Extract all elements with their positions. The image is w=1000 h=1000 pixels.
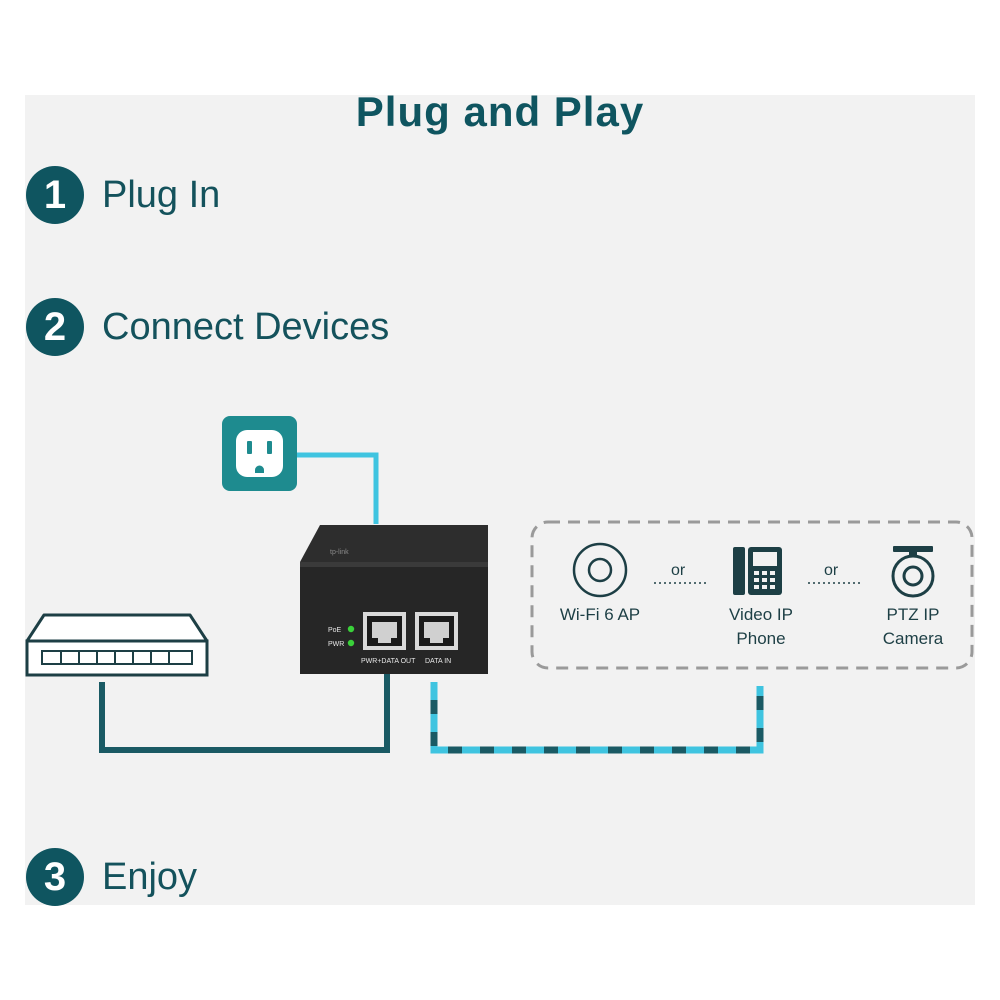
- device-label-line: Phone: [736, 629, 786, 648]
- devices-group-box: [530, 520, 974, 670]
- device-label-line: PTZ IP: [886, 605, 940, 624]
- device-label-line: Wi-Fi 6 AP: [559, 605, 641, 624]
- poe-cable: [430, 682, 764, 754]
- page-title: Plug and Play: [355, 88, 645, 135]
- device-label-line: Video IP: [729, 605, 793, 624]
- or-label: or: [671, 562, 686, 579]
- power-cable: [296, 452, 379, 524]
- step-number: 2: [26, 298, 84, 356]
- poe-led: [347, 625, 355, 633]
- step-label: Connect Devices: [102, 305, 390, 348]
- step-number: 1: [26, 166, 84, 224]
- poe-injector-icon: tp-link PoE PWR PWR+DATA OUT DATA IN: [300, 525, 488, 674]
- or-label: or: [824, 562, 839, 579]
- device-label-ptz-camera: PTZ IP Camera: [862, 603, 964, 651]
- step-label: Enjoy: [102, 855, 198, 898]
- svg-text:tp-link: tp-link: [330, 549, 349, 556]
- data-in-port: [415, 612, 458, 650]
- step-number: 3: [26, 848, 84, 906]
- step-label: Plug In: [102, 173, 221, 216]
- led-label-poe: PoE: [328, 627, 342, 634]
- port-label-data-in: DATA IN: [425, 658, 451, 665]
- data-in-cable: [99, 672, 390, 753]
- led-label-pwr: PWR: [328, 641, 344, 648]
- step-enjoy: 3 Enjoy: [26, 848, 197, 906]
- pwr-data-out-port: [363, 612, 406, 650]
- device-label-video-phone: Video IP Phone: [708, 603, 814, 651]
- device-label-line: Camera: [882, 629, 944, 648]
- step-connect-devices: 2 Connect Devices: [26, 298, 389, 356]
- ip-phone-icon: [733, 547, 782, 595]
- ptz-camera-icon: [891, 546, 935, 598]
- background-panel: [25, 95, 975, 905]
- port-label-pwr-data-out: PWR+DATA OUT: [361, 658, 416, 665]
- step-plug-in: 1 Plug In: [26, 166, 220, 224]
- device-label-wifi-ap: Wi-Fi 6 AP: [548, 603, 652, 627]
- network-switch-icon: [25, 613, 209, 677]
- wifi-ap-icon: [572, 542, 628, 598]
- power-outlet-icon: [222, 416, 297, 491]
- pwr-led: [347, 639, 355, 647]
- poe-cable-stripes: [430, 682, 764, 754]
